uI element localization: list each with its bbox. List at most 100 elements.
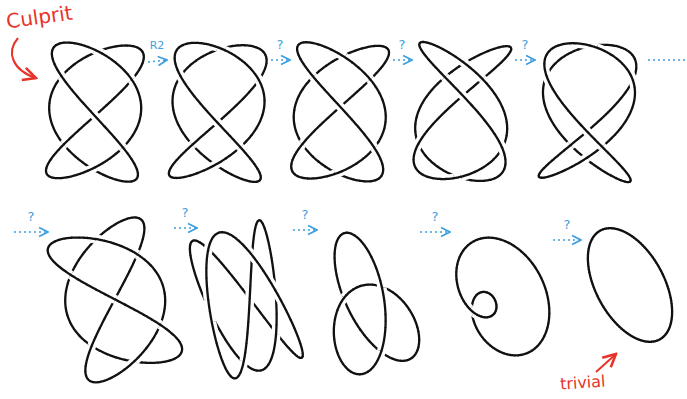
knot-strand	[546, 110, 549, 117]
crossing-gap	[575, 118, 582, 125]
knot-strand	[301, 357, 302, 358]
knot-strand	[245, 247, 251, 254]
knot-strand	[320, 118, 327, 125]
knot-strand	[246, 322, 249, 333]
knot-strand	[221, 263, 228, 271]
knot-strand	[153, 320, 161, 325]
knot-strand	[482, 79, 488, 86]
knot-strand	[122, 367, 128, 372]
crossing-gap	[628, 177, 630, 186]
crossing-gap	[120, 86, 126, 92]
crossing-gap	[357, 86, 364, 92]
crossing-gap	[96, 171, 103, 175]
crossing-gap	[348, 51, 355, 54]
crossing-gap	[80, 57, 87, 61]
knot-strand	[453, 98, 461, 105]
crossing-gap	[214, 333, 217, 343]
crossing-gap	[303, 83, 308, 89]
crossing-gap	[128, 135, 133, 141]
crossing-gap	[135, 355, 141, 361]
crossing-gap	[272, 314, 281, 325]
knot-strand	[495, 135, 499, 142]
crossing-gap	[319, 83, 325, 90]
knot-diagram	[169, 43, 267, 182]
crossing-gap	[74, 329, 79, 335]
crossing-gap	[534, 176, 544, 177]
knot-strand	[152, 333, 157, 341]
crossing-gap	[549, 82, 553, 89]
knot-strand	[204, 167, 211, 171]
knot-strand	[123, 147, 128, 153]
knot-strand	[205, 258, 208, 267]
crossing-gap	[141, 348, 147, 355]
knot-strand	[465, 98, 472, 105]
crossing-gap	[228, 271, 235, 280]
crossing-gap	[79, 252, 84, 259]
crossing-gap	[198, 151, 205, 157]
crossing-gap	[194, 271, 197, 280]
knot-strand	[625, 86, 629, 92]
crossing-gap	[84, 119, 91, 126]
crossing-gap	[212, 163, 219, 167]
crossing-gap	[563, 104, 569, 111]
crossing-gap	[350, 163, 357, 167]
knot-strand	[477, 180, 483, 182]
knot-strand	[104, 310, 109, 320]
crossing-gap	[105, 127, 112, 134]
crossing-gap	[485, 120, 491, 127]
knot-strand	[67, 315, 70, 322]
knot-strand	[79, 236, 87, 239]
knot-strand	[121, 246, 129, 250]
crossing-gap	[357, 159, 364, 164]
knot-strand	[137, 254, 144, 259]
knot-strand	[357, 286, 361, 287]
crossing-gap	[465, 98, 472, 105]
knot-strand	[89, 346, 92, 354]
crossing-gap	[283, 342, 288, 348]
knot-strand	[220, 331, 226, 340]
knot-strand	[110, 153, 117, 158]
knot-strand	[335, 171, 342, 174]
crossing-gap	[205, 157, 212, 162]
knot-strand	[564, 145, 571, 151]
crossing-gap	[439, 111, 446, 118]
crossing-gap	[99, 105, 106, 112]
crossing-gap	[58, 144, 63, 150]
crossing-gap	[130, 250, 138, 254]
knot-strand	[275, 314, 277, 325]
crossing-gap	[231, 349, 237, 356]
crossing-gap	[232, 54, 239, 58]
knot-strand	[87, 285, 96, 290]
knot-strand	[549, 82, 553, 89]
knot-strand	[66, 283, 68, 291]
knot-strand	[350, 92, 357, 99]
knot-strand	[77, 126, 84, 133]
knot-strand	[156, 271, 160, 278]
crossing-gap	[571, 139, 578, 145]
knot-strand	[229, 106, 236, 113]
knot-strand	[268, 240, 270, 248]
crossing-gap	[195, 97, 201, 104]
crossing-gap	[77, 126, 84, 133]
crossing-gap	[312, 156, 318, 161]
knot-strand	[419, 103, 422, 110]
crossing-gap	[197, 281, 201, 291]
knot-strand	[150, 265, 155, 271]
crossing-gap	[345, 57, 352, 62]
crossing-gap	[221, 126, 228, 133]
knot-strand	[264, 317, 271, 326]
crossing-gap	[189, 90, 194, 97]
knot-strand	[559, 132, 565, 139]
knot-strand	[64, 299, 67, 307]
knot-strand	[194, 271, 197, 280]
knot-strand	[186, 145, 192, 151]
crossing-gap	[248, 236, 258, 244]
knot-strand	[70, 132, 77, 138]
crossing-gap	[84, 104, 91, 111]
crossing-gap	[201, 104, 208, 111]
crossing-gap	[110, 153, 117, 158]
knot-strand	[226, 340, 232, 348]
knot-diagram	[456, 238, 549, 356]
crossing-gap	[229, 106, 236, 113]
